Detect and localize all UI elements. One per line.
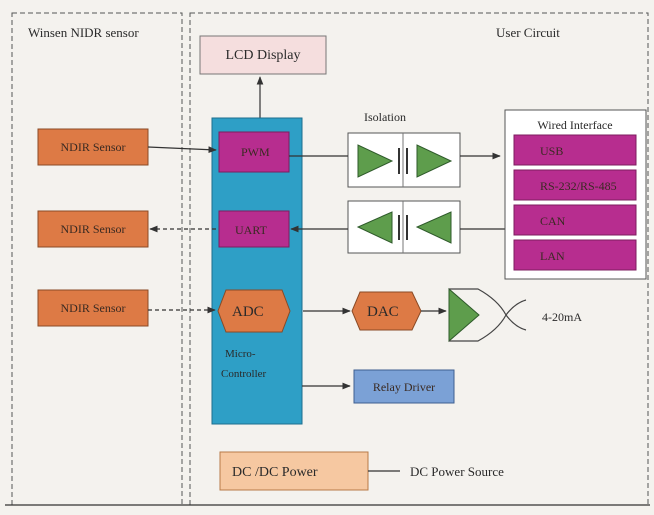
sensor-region-title: Winsen NIDR sensor (28, 25, 139, 40)
dac-label: DAC (367, 304, 399, 320)
isolation-upper-triangle-left (357, 144, 394, 178)
wired-interface-title: Wired Interface (537, 118, 612, 132)
uart-label: UART (235, 223, 268, 237)
dcdc-power-block (219, 451, 369, 491)
dcdc-power-label: DC /DC Power (232, 465, 318, 480)
dac-block (351, 291, 422, 331)
relay-driver-label: Relay Driver (373, 380, 435, 394)
ndir-sensor-1-label: NDIR Sensor (61, 140, 126, 154)
pwm-label: PWM (241, 145, 270, 159)
isolation-label: Isolation (364, 110, 406, 124)
uart-block (218, 210, 290, 248)
interface-can (513, 204, 637, 236)
isolation-lower-triangle-left (356, 211, 393, 244)
sensor1-to-pwm-arrow (147, 146, 217, 154)
ndir-sensor-3 (37, 289, 149, 327)
interface-usb (513, 134, 637, 166)
ndir-sensor-3-label: NDIR Sensor (61, 301, 126, 315)
interface-lan-label: LAN (540, 249, 565, 263)
ndir-sensor-2 (37, 210, 149, 248)
sensor-region-border (11, 12, 183, 506)
current-output-label: 4-20mA (542, 310, 582, 324)
microcontroller-label-line2: Controller (221, 368, 267, 380)
current-output-leads (505, 299, 527, 331)
adc-block (217, 289, 291, 333)
ndir-sensor-1 (37, 128, 149, 166)
dc-power-source-label: DC Power Source (410, 464, 504, 479)
isolation-lower-triangle-right (415, 211, 452, 244)
pwm-block (218, 131, 290, 173)
interface-can-label: CAN (540, 214, 566, 228)
user-circuit-title: User Circuit (496, 25, 560, 40)
current-output-amplifier (448, 287, 480, 343)
microcontroller-label-line1: Micro- (225, 348, 256, 360)
lcd-display-label: LCD Display (225, 48, 300, 63)
adc-label: ADC (232, 304, 264, 320)
lcd-display-block (199, 35, 327, 75)
interface-lan (513, 239, 637, 271)
interface-rs232-rs485 (513, 169, 637, 201)
isolation-upper-triangle-right (416, 144, 453, 178)
interface-usb-label: USB (540, 144, 563, 158)
ndir-sensor-2-label: NDIR Sensor (61, 222, 126, 236)
relay-driver-block (353, 369, 455, 404)
interface-rs232-rs485-label: RS-232/RS-485 (540, 179, 617, 193)
